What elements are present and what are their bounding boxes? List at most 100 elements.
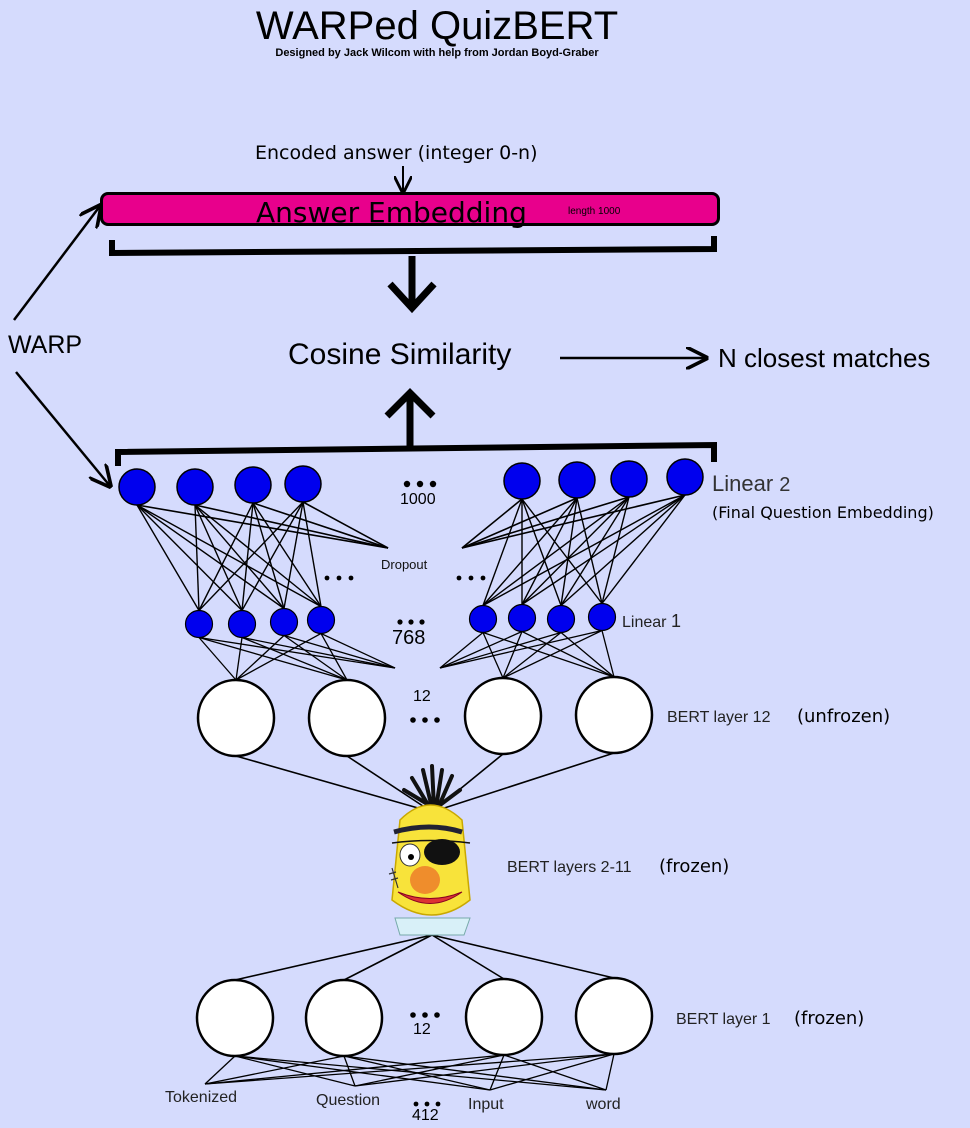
l1-bert12-line <box>502 631 523 679</box>
bert1-token-line <box>605 1053 615 1091</box>
linear2-neuron <box>118 468 156 506</box>
token-word-tokenized: Tokenized <box>165 1089 238 1106</box>
linear1-neuron <box>546 604 576 634</box>
l2-l1-line <box>302 501 322 607</box>
linear2-neuron <box>176 468 214 506</box>
bert1-label: BERT layer 1 <box>676 1011 771 1028</box>
l2-l1-line <box>601 494 686 604</box>
answer-bracket <box>109 236 717 257</box>
linear2-neuron <box>666 458 704 496</box>
head-bert1-line <box>431 934 505 980</box>
linear1-neurons <box>184 602 617 639</box>
bert12-dimension: 12 <box>413 688 431 705</box>
l2-l1-line <box>521 496 630 605</box>
l1-dropout-line <box>439 629 603 669</box>
l2-dropout-line <box>461 494 686 549</box>
encoded-answer-label: Encoded answer (integer 0-n) <box>255 142 538 164</box>
l1-bert12-line <box>502 631 562 679</box>
bert1-token-line <box>204 1054 505 1085</box>
bert12-neurons <box>196 675 654 758</box>
l1-dropout-line <box>439 631 484 669</box>
linear2-subscript: 2 <box>779 474 791 496</box>
answer-embedding-bar: Answer Embedding length 1000 <box>100 192 720 229</box>
bert-middle-label: BERT layers 2-11 <box>507 859 632 876</box>
l1-bert12-line <box>235 632 322 681</box>
connections <box>136 494 686 1091</box>
bert1-token-line <box>343 1055 607 1091</box>
bert1-token-line <box>354 1054 505 1087</box>
linear2-neuron <box>234 466 272 504</box>
ellipsis-dots <box>324 480 486 1107</box>
l2-l1-line <box>194 504 322 608</box>
bert1-token-line <box>343 1055 356 1087</box>
l2-l1-line <box>136 504 322 608</box>
l2-dropout-line <box>194 504 389 549</box>
l1-bert12-line <box>198 637 237 681</box>
linear2-neuron <box>558 461 596 499</box>
l2-l1-line <box>198 502 254 611</box>
bert1-status: (frozen) <box>794 1008 865 1029</box>
l2-l1-line <box>136 504 243 611</box>
warp-label: WARP <box>8 331 83 359</box>
bert1-token-line <box>234 1055 356 1087</box>
l2-l1-line <box>194 504 243 611</box>
l2-dropout-line <box>252 502 389 549</box>
linear1-neuron <box>587 602 617 632</box>
token-word-question: Question <box>316 1092 381 1109</box>
l2-l1-line <box>136 504 200 611</box>
linear2-neurons <box>118 458 704 506</box>
bert-middle-status: (frozen) <box>659 856 730 877</box>
bert12-status: (unfrozen) <box>797 706 891 727</box>
l1-bert12-line <box>601 630 615 678</box>
l1-bert12-line <box>502 629 603 679</box>
l2-dropout-line <box>461 498 523 549</box>
l1-bert12-line <box>482 631 615 678</box>
head-bert1-line <box>431 934 615 979</box>
head-bert1-line <box>343 934 433 981</box>
n-closest-matches-label: N closest matches <box>718 343 931 373</box>
up-arrow-icon <box>384 388 436 448</box>
page-title: WARPed QuizBERT <box>255 4 619 48</box>
l2-l1-line <box>576 497 603 604</box>
l2-l1-line <box>283 501 304 609</box>
linear2-dimension: 1000 <box>400 491 436 508</box>
l1-dropout-line <box>320 632 396 669</box>
token-word-word: word <box>586 1096 621 1113</box>
bert12-head-line <box>235 755 433 813</box>
bert12-neuron <box>196 678 276 758</box>
question-bracket <box>115 441 717 466</box>
l1-bert12-line <box>235 635 285 681</box>
l2-l1-line <box>241 501 304 611</box>
linear1-neuron <box>306 605 336 635</box>
l1-bert12-line <box>198 636 348 681</box>
l1-bert12-line <box>235 637 243 681</box>
l1-dropout-line <box>439 631 562 669</box>
bert1-neuron <box>464 977 544 1057</box>
dropout-label: Dropout <box>381 557 428 572</box>
l2-l1-line <box>198 501 304 611</box>
l2-l1-line <box>252 502 322 607</box>
linear1-neuron <box>468 604 498 634</box>
l2-l1-line <box>241 502 254 611</box>
cosine-similarity-label: Cosine Similarity <box>288 338 512 371</box>
page-subtitle: Designed by Jack Wilcom with help from J… <box>275 47 599 59</box>
bert1-token-line <box>489 1053 615 1091</box>
l2-l1-line <box>482 497 578 606</box>
bert12-neuron <box>307 678 387 758</box>
l2-l1-line <box>194 504 200 611</box>
l1-dropout-line <box>241 636 396 669</box>
l2-l1-line <box>482 498 523 606</box>
linear2-description: (Final Question Embedding) <box>712 503 934 522</box>
l2-l1-line <box>194 504 285 609</box>
bert1-neuron <box>304 978 384 1058</box>
l2-l1-line <box>252 502 285 609</box>
l2-dropout-line <box>302 501 389 549</box>
linear1-label-text: Linear <box>622 614 667 631</box>
bert12-head-line <box>431 752 615 813</box>
l2-dropout-line <box>136 504 389 549</box>
l2-l1-line <box>560 494 686 607</box>
pirate-bert-icon <box>388 764 471 936</box>
linear1-label: Linear 1 <box>622 612 681 631</box>
linear2-neuron <box>284 465 322 503</box>
linear1-neuron <box>269 607 299 637</box>
